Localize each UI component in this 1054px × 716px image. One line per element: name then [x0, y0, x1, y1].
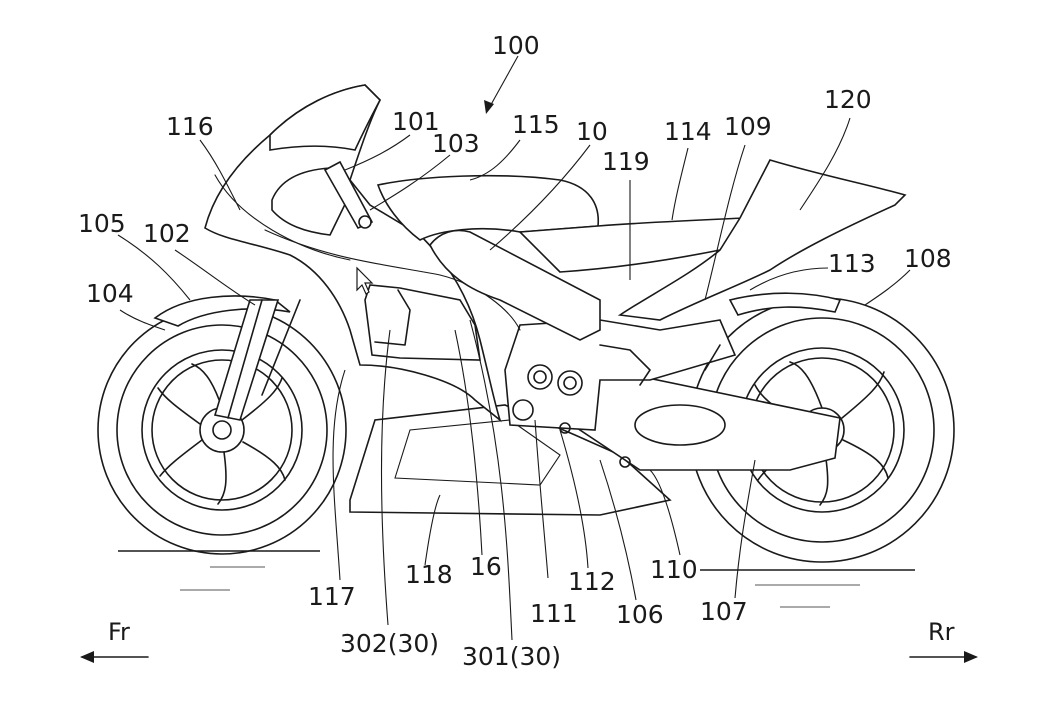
reference-numerals: 100 116 101 103 115 10 119 114 109 120 1… — [78, 31, 952, 671]
label-108: 108 — [904, 244, 952, 273]
rear-direction-label: Rr — [928, 618, 955, 646]
label-103: 103 — [432, 129, 480, 158]
front-direction-label: Fr — [108, 618, 130, 646]
label-117: 117 — [308, 582, 356, 611]
rear-fender — [728, 292, 842, 316]
label-301: 301(30) — [462, 642, 561, 671]
label-105: 105 — [78, 209, 126, 238]
label-119: 119 — [602, 147, 650, 176]
label-302: 302(30) — [340, 629, 439, 658]
front-fork — [213, 299, 301, 421]
label-104: 104 — [86, 279, 134, 308]
windscreen — [269, 84, 381, 151]
mouse-cursor-icon — [356, 266, 374, 295]
rear-direction-arrow: Rr — [909, 618, 978, 663]
label-116: 116 — [166, 112, 214, 141]
label-106: 106 — [616, 600, 664, 629]
label-113: 113 — [828, 249, 876, 278]
ground-lines — [118, 550, 915, 608]
label-115: 115 — [512, 110, 560, 139]
label-101: 101 — [392, 107, 440, 136]
front-direction-arrow: Fr — [80, 618, 149, 663]
label-120: 120 — [824, 85, 872, 114]
frame-spar — [429, 229, 601, 341]
label-10: 10 — [576, 117, 608, 146]
label-118: 118 — [405, 560, 453, 589]
label-107: 107 — [700, 597, 748, 626]
tail-cowl — [617, 159, 907, 321]
label-112: 112 — [568, 567, 616, 596]
label-114: 114 — [664, 117, 712, 146]
front-wheel — [97, 305, 347, 555]
air-duct — [364, 284, 481, 361]
label-16: 16 — [470, 552, 502, 581]
label-102: 102 — [143, 219, 191, 248]
leader-lines — [117, 55, 911, 641]
label-110: 110 — [650, 555, 698, 584]
label-100: 100 — [492, 31, 540, 60]
label-111: 111 — [530, 599, 578, 628]
label-109: 109 — [724, 112, 772, 141]
